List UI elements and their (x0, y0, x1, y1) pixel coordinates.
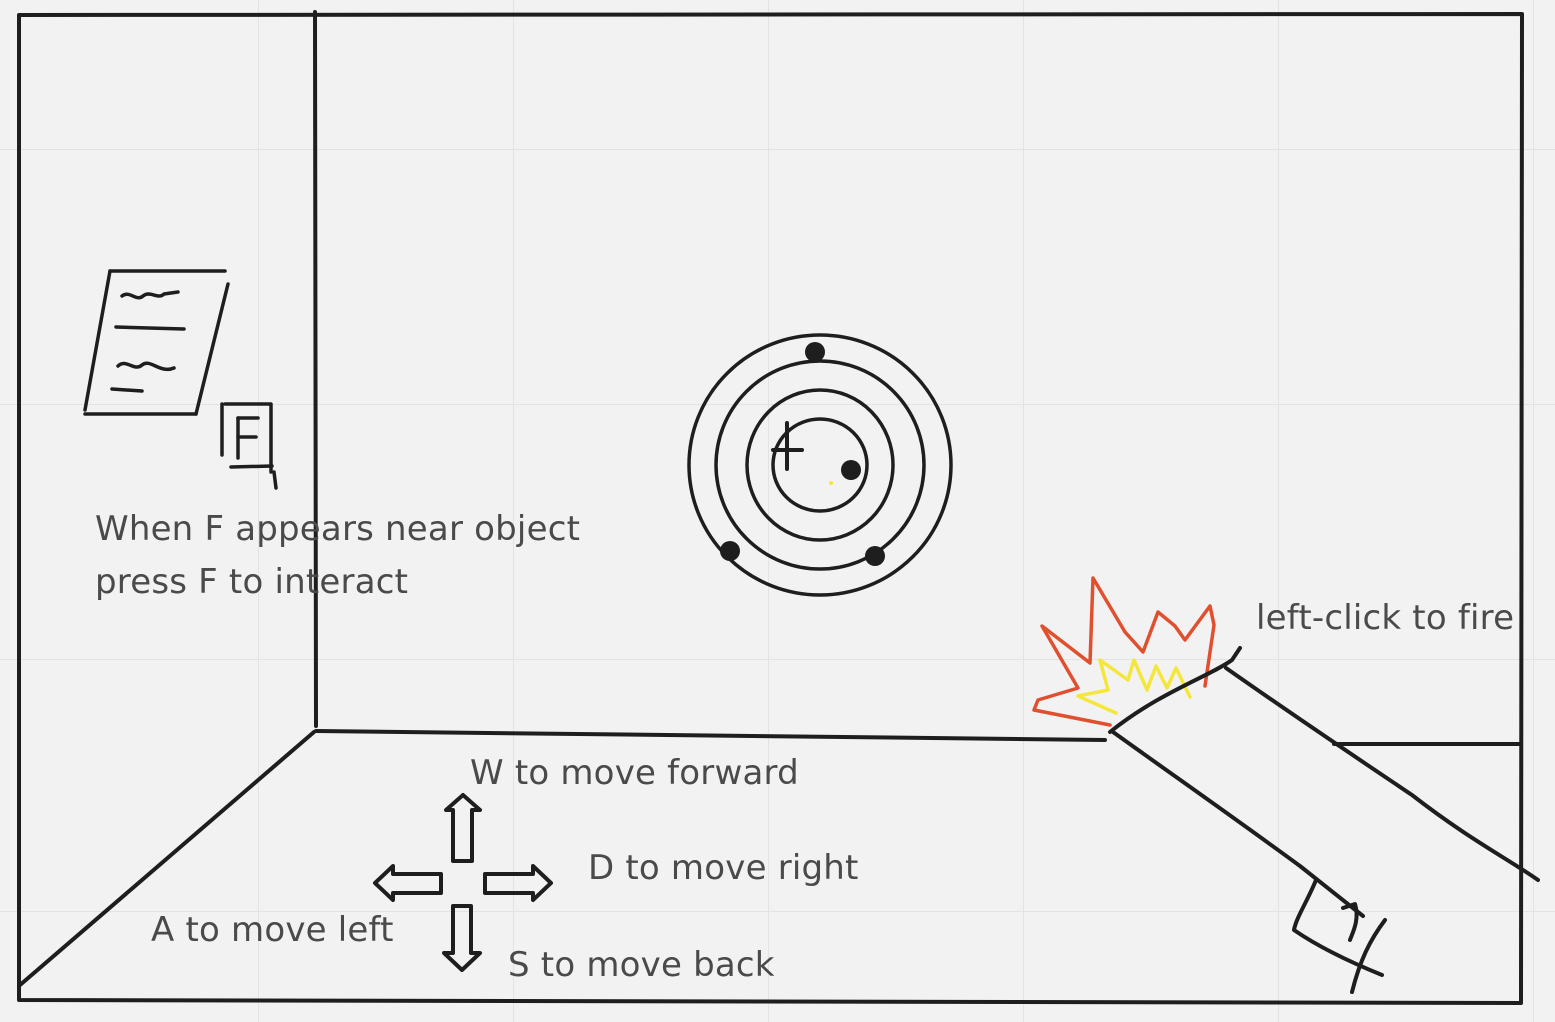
arrow-down-icon (442, 904, 482, 972)
grid-line (1023, 0, 1024, 1022)
grid-line (1533, 0, 1534, 1022)
move-left-hint: A to move left (151, 910, 394, 950)
grid-line (768, 0, 769, 1022)
move-forward-hint: W to move forward (470, 753, 799, 793)
grid-line (0, 911, 1555, 912)
arrow-left-icon (373, 864, 443, 902)
back-wall-corner-line (313, 10, 318, 728)
trigger-hand-icon (1292, 878, 1384, 977)
crosshair-icon (771, 421, 804, 471)
arrow-right-icon (483, 864, 553, 902)
bullet-hole (865, 546, 885, 566)
grid-line (0, 149, 1555, 150)
grid-line (1278, 0, 1279, 1022)
arrow-up-icon (444, 793, 482, 863)
move-back-hint: S to move back (508, 945, 775, 985)
grid-line (0, 659, 1555, 660)
floor-left-diagonal (18, 730, 316, 987)
grid-line (258, 0, 259, 1022)
target-center-dot (829, 481, 833, 485)
gun-arm-icon (1108, 646, 1540, 994)
note-paper-icon (83, 269, 230, 416)
interact-hint-line-2: press F to interact (95, 562, 409, 602)
f-key-icon (220, 402, 278, 490)
room-walls (18, 10, 1522, 987)
fire-hint: left-click to fire (1256, 598, 1515, 638)
bullet-hole (841, 460, 861, 480)
muzzle-flash-icon (1032, 576, 1216, 727)
floor-edge-line (314, 729, 1107, 742)
target-icon (687, 333, 953, 597)
bullet-hole (720, 541, 740, 561)
screen-frame (17, 12, 1524, 1005)
move-right-hint: D to move right (588, 848, 859, 888)
interact-hint-line-1: When F appears near object (95, 509, 581, 549)
bullet-hole (805, 342, 825, 362)
movement-arrows-icon (373, 793, 553, 972)
grid-line (513, 0, 514, 1022)
